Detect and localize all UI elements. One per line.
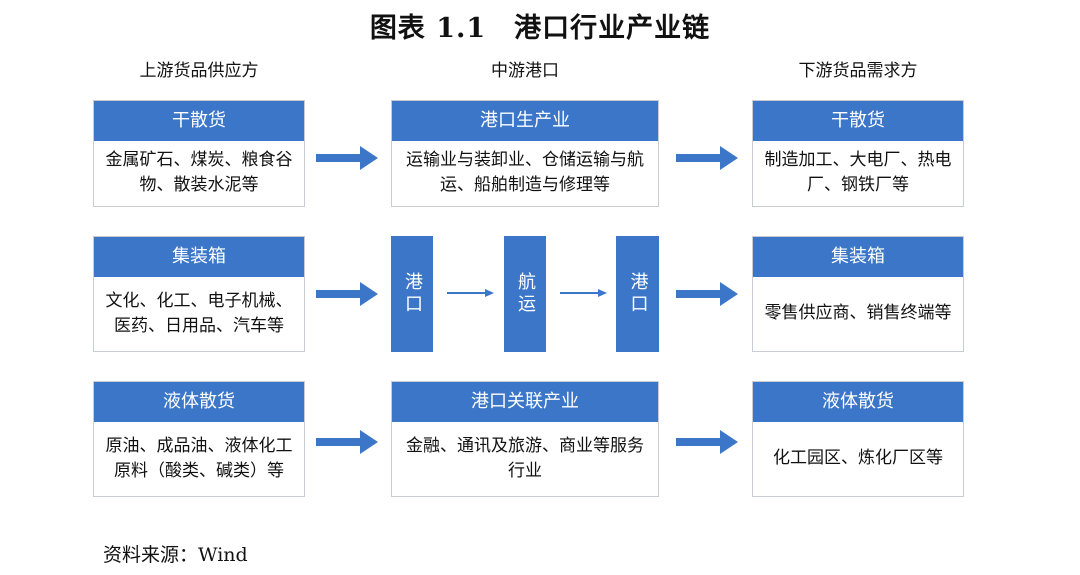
arrow-right-icon [316, 146, 378, 170]
column-head-downstream: 下游货品需求方 [798, 61, 918, 81]
box-body: 金融、通讯及旅游、商业等服务行业 [406, 435, 644, 481]
box-header: 集装箱 [94, 237, 304, 277]
column-head-upstream: 上游货品供应方 [139, 61, 259, 81]
arrow-right-icon [676, 146, 738, 170]
upstream-box-liquid-bulk: 液体散货 原油、成品油、液体化工原料（酸类、碱类）等 [93, 381, 305, 497]
box-body: 运输业与装卸业、仓储运输与航运、船舶制造与修理等 [406, 150, 644, 195]
box-header: 港口生产业 [392, 101, 658, 141]
flow-node-port-destination: 港口 [616, 236, 659, 352]
upstream-box-container: 集装箱 文化、化工、电子机械、医药、日用品、汽车等 [93, 236, 305, 352]
midstream-box-port-production: 港口生产业 运输业与装卸业、仓储运输与航运、船舶制造与修理等 [391, 100, 659, 207]
flow-node-port-origin: 港口 [391, 236, 433, 352]
box-header: 液体散货 [753, 382, 963, 422]
box-body: 零售供应商、销售终端等 [764, 303, 952, 323]
box-header: 液体散货 [94, 382, 304, 422]
arrow-right-icon [676, 430, 738, 454]
box-header: 干散货 [753, 101, 963, 141]
thin-arrow-icon [560, 289, 607, 297]
box-body: 文化、化工、电子机械、医药、日用品、汽车等 [105, 290, 293, 336]
box-header: 干散货 [94, 101, 304, 141]
box-header: 集装箱 [753, 237, 963, 277]
downstream-box-dry-bulk: 干散货 制造加工、大电厂、热电厂、钢铁厂等 [752, 100, 964, 207]
arrow-right-icon [316, 430, 378, 454]
midstream-box-port-related: 港口关联产业 金融、通讯及旅游、商业等服务行业 [391, 381, 659, 497]
box-header: 港口关联产业 [392, 382, 658, 422]
box-body: 化工园区、炼化厂区等 [773, 448, 943, 468]
diagram-title: 图表 1.1 港口行业产业链 [369, 13, 711, 44]
column-head-midstream: 中游港口 [491, 61, 559, 81]
arrow-right-icon [676, 282, 738, 306]
box-body: 原油、成品油、液体化工原料（酸类、碱类）等 [105, 435, 293, 481]
downstream-box-container: 集装箱 零售供应商、销售终端等 [752, 236, 964, 352]
flow-node-shipping: 航运 [504, 236, 546, 352]
arrow-right-icon [316, 282, 378, 306]
upstream-box-dry-bulk: 干散货 金属矿石、煤炭、粮食谷物、散装水泥等 [93, 100, 305, 207]
box-body: 金属矿石、煤炭、粮食谷物、散装水泥等 [105, 150, 293, 195]
downstream-box-liquid-bulk: 液体散货 化工园区、炼化厂区等 [752, 381, 964, 497]
source-note: 资料来源：Wind [103, 544, 248, 566]
thin-arrow-icon [447, 289, 494, 297]
box-body: 制造加工、大电厂、热电厂、钢铁厂等 [764, 150, 952, 195]
